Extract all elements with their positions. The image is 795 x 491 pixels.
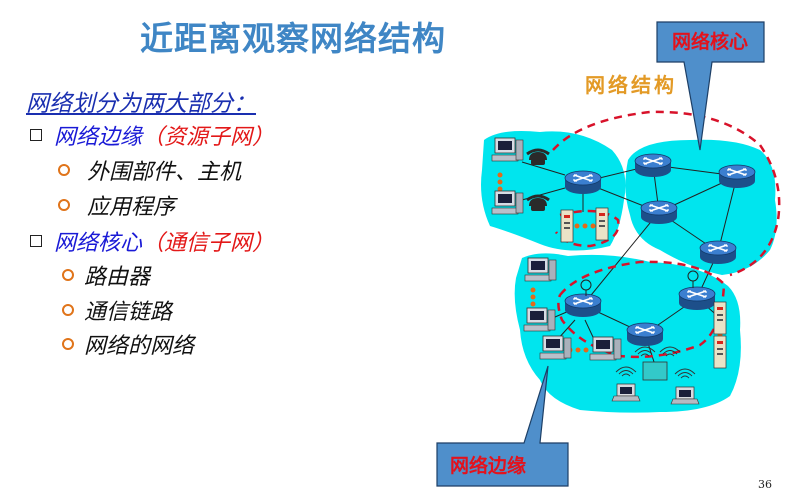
server-icon (713, 301, 727, 335)
slide-title: 近距离观察网络结构 (140, 19, 446, 58)
bullet-main-text: 网络核心 (54, 231, 143, 256)
bullet-paren-text: （资源子网） (142, 125, 275, 150)
ring-bullet-icon (62, 304, 74, 316)
callout-network-core: 网络核心 (656, 21, 765, 151)
satellite-dish-icon (687, 270, 699, 288)
ring-bullet-icon (58, 164, 70, 176)
square-bullet-icon (30, 235, 42, 247)
bullet-network-core: 网络核心（通信子网） (30, 225, 274, 257)
sub-bullet: 路由器 (62, 259, 150, 291)
router-icon (564, 293, 602, 318)
sub-bullet-text: 外围部件、主机 (87, 160, 242, 185)
network-structure-diagram: 网络结构 网络核心 网络边缘 (436, 21, 781, 487)
router-icon (718, 164, 756, 189)
desktop-computer-icon (491, 190, 524, 215)
callout-core-text: 网络核心 (672, 30, 748, 53)
desktop-computer-icon (491, 137, 524, 162)
core-boundary-dashes (552, 110, 781, 359)
sub-bullet: 通信链路 (62, 294, 172, 326)
sub-bullet-text: 路由器 (84, 265, 151, 290)
bullet-main-text: 网络边缘 (54, 125, 143, 150)
sub-bullet-text: 应用程序 (87, 195, 176, 220)
ring-bullet-icon (62, 269, 74, 281)
ellipsis-dots (497, 172, 723, 353)
desktop-computer-icon (523, 307, 556, 332)
router-icon (640, 200, 678, 225)
server-icon (713, 335, 727, 369)
sub-bullet-text: 网络的网络 (84, 334, 195, 359)
sub-bullet-text: 通信链路 (84, 300, 173, 325)
satellite-dish-icon (580, 279, 592, 296)
desktop-computer-icon (589, 336, 622, 361)
callout-edge-text: 网络边缘 (450, 454, 526, 477)
network-links (521, 161, 738, 366)
page-number: 36 (758, 478, 772, 491)
diagram-label: 网络结构 (585, 73, 677, 97)
ring-bullet-icon (58, 199, 70, 211)
desktop-computer-icon (539, 335, 572, 360)
sub-bullet: 外围部件、主机 (58, 154, 241, 186)
router-icon (678, 286, 716, 311)
sub-bullet: 网络的网络 (62, 328, 194, 360)
sub-bullet: 应用程序 (58, 189, 175, 221)
router-icon (634, 153, 672, 178)
router-icon (564, 170, 602, 195)
slide-subtitle: 网络划分为两大部分： (26, 91, 256, 117)
callout-network-edge: 网络边缘 (436, 365, 569, 487)
bullet-paren-text: （通信子网） (142, 231, 275, 256)
wireless-access-point-icon (634, 346, 681, 381)
square-bullet-icon (30, 129, 42, 141)
bullet-network-edge: 网络边缘（资源子网） (30, 119, 274, 151)
router-icon (626, 322, 664, 347)
server-icon (595, 207, 609, 241)
server-icon (560, 209, 574, 243)
desktop-computer-icon (524, 257, 557, 282)
router-icon (699, 240, 737, 265)
ring-bullet-icon (62, 338, 74, 350)
